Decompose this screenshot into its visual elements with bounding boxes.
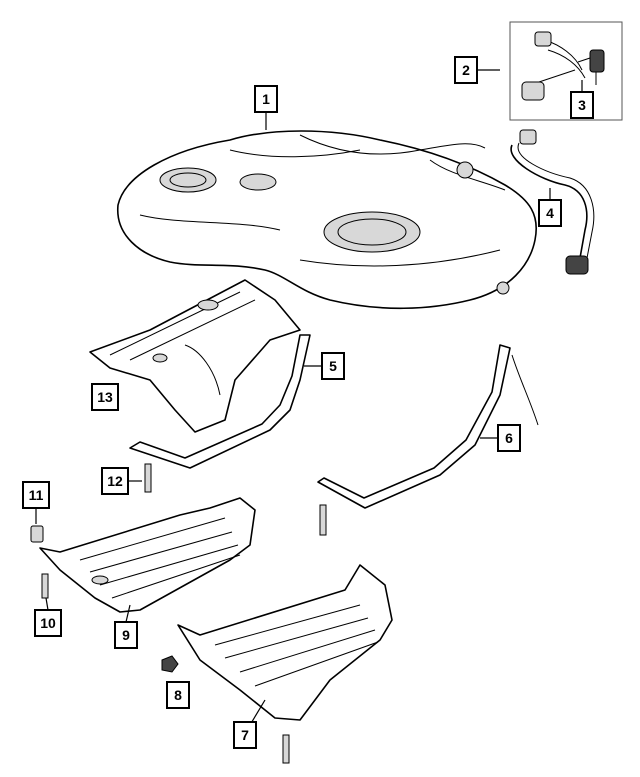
callout-2: 2 bbox=[454, 56, 478, 84]
svg-text:8: 8 bbox=[174, 687, 182, 703]
callout-12: 12 bbox=[101, 467, 129, 495]
svg-text:5: 5 bbox=[329, 358, 337, 374]
bolt-7 bbox=[282, 734, 290, 764]
nut-8 bbox=[161, 655, 179, 673]
svg-text:4: 4 bbox=[546, 205, 554, 221]
tank-heat-shield bbox=[89, 279, 301, 433]
bolt-10 bbox=[41, 573, 49, 599]
callout-6: 6 bbox=[497, 424, 521, 452]
leader-lines bbox=[35, 69, 583, 726]
callout-13: 13 bbox=[91, 383, 119, 411]
tank-strap-left bbox=[129, 334, 311, 469]
svg-text:9: 9 bbox=[122, 627, 130, 643]
svg-text:3: 3 bbox=[578, 97, 586, 113]
svg-text:1: 1 bbox=[262, 91, 270, 107]
callout-10: 10 bbox=[34, 609, 62, 637]
callout-7: 7 bbox=[233, 721, 257, 749]
skid-plate-rear bbox=[177, 564, 393, 721]
bolt-6 bbox=[319, 504, 327, 536]
svg-text:7: 7 bbox=[241, 727, 249, 743]
callout-4: 4 bbox=[538, 199, 562, 227]
callout-9: 9 bbox=[114, 621, 138, 649]
callout-11: 11 bbox=[22, 481, 50, 509]
tank-strap-right bbox=[317, 344, 539, 509]
fasteners bbox=[30, 463, 327, 764]
svg-text:11: 11 bbox=[29, 487, 44, 503]
clip-11 bbox=[30, 525, 44, 543]
svg-text:2: 2 bbox=[462, 62, 470, 78]
callout-8: 8 bbox=[166, 681, 190, 709]
callout-3: 3 bbox=[570, 91, 594, 119]
svg-text:13: 13 bbox=[97, 389, 113, 405]
bolt-12 bbox=[144, 463, 152, 493]
svg-text:6: 6 bbox=[505, 430, 513, 446]
callout-5: 5 bbox=[321, 352, 345, 380]
callout-1: 1 bbox=[254, 85, 278, 113]
skid-plate-front bbox=[39, 497, 256, 613]
svg-text:10: 10 bbox=[40, 615, 56, 631]
svg-text:12: 12 bbox=[107, 473, 123, 489]
inset-panel bbox=[509, 21, 623, 121]
fuel-tank bbox=[117, 130, 537, 310]
